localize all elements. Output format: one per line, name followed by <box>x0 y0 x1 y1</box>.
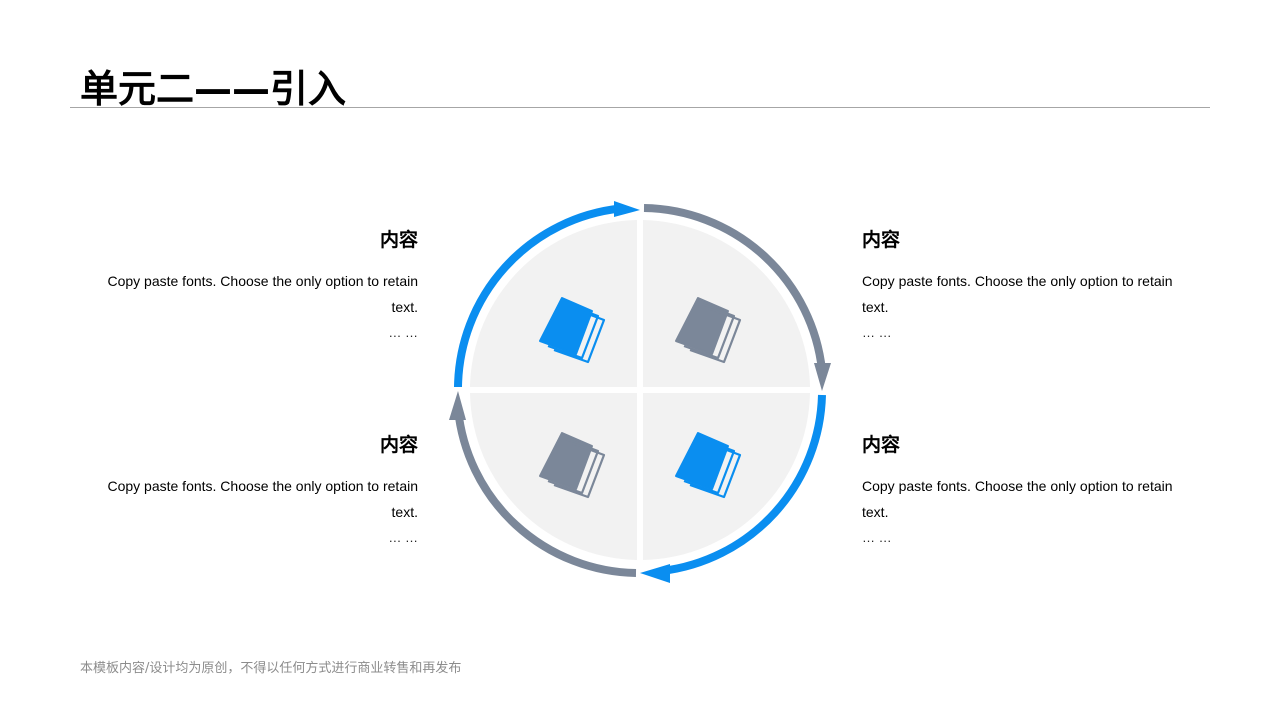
text-block-top-right: 内容 Copy paste fonts. Choose the only opt… <box>862 228 1192 342</box>
block-heading: 内容 <box>862 229 901 251</box>
block-ellipsis: … … <box>388 325 418 340</box>
footer-note: 本模板内容/设计均为原创，不得以任何方式进行商业转售和再发布 <box>80 661 462 676</box>
title-divider <box>70 107 1210 108</box>
block-heading: 内容 <box>379 229 418 251</box>
arrowhead-icon <box>614 201 640 217</box>
text-block-bottom-left: 内容 Copy paste fonts. Choose the only opt… <box>88 433 418 547</box>
arc-top-right <box>643 204 831 391</box>
text-block-bottom-right: 内容 Copy paste fonts. Choose the only opt… <box>862 433 1192 547</box>
quadrant-top-right <box>643 220 810 387</box>
arc-bottom-left <box>449 391 637 577</box>
arc-bottom-right <box>640 394 826 583</box>
block-heading: 内容 <box>862 434 901 456</box>
quadrant-top-left <box>470 220 637 387</box>
arrowhead-icon <box>449 391 466 420</box>
quadrant-bottom-right <box>643 393 810 560</box>
block-ellipsis: … … <box>388 530 418 545</box>
block-text: Copy paste fonts. Choose the only option… <box>107 273 418 315</box>
cycle-diagram <box>449 201 831 583</box>
arrowhead-icon <box>640 564 670 583</box>
page-title: 单元二——引入 <box>80 67 347 111</box>
block-text: Copy paste fonts. Choose the only option… <box>107 478 418 520</box>
arrowhead-icon <box>814 363 831 391</box>
block-text: Copy paste fonts. Choose the only option… <box>862 273 1173 315</box>
arc-top-left <box>454 201 640 388</box>
block-heading: 内容 <box>379 434 418 456</box>
block-text: Copy paste fonts. Choose the only option… <box>862 478 1173 520</box>
block-ellipsis: … … <box>862 325 892 340</box>
block-ellipsis: … … <box>862 530 892 545</box>
text-block-top-left: 内容 Copy paste fonts. Choose the only opt… <box>88 228 418 342</box>
